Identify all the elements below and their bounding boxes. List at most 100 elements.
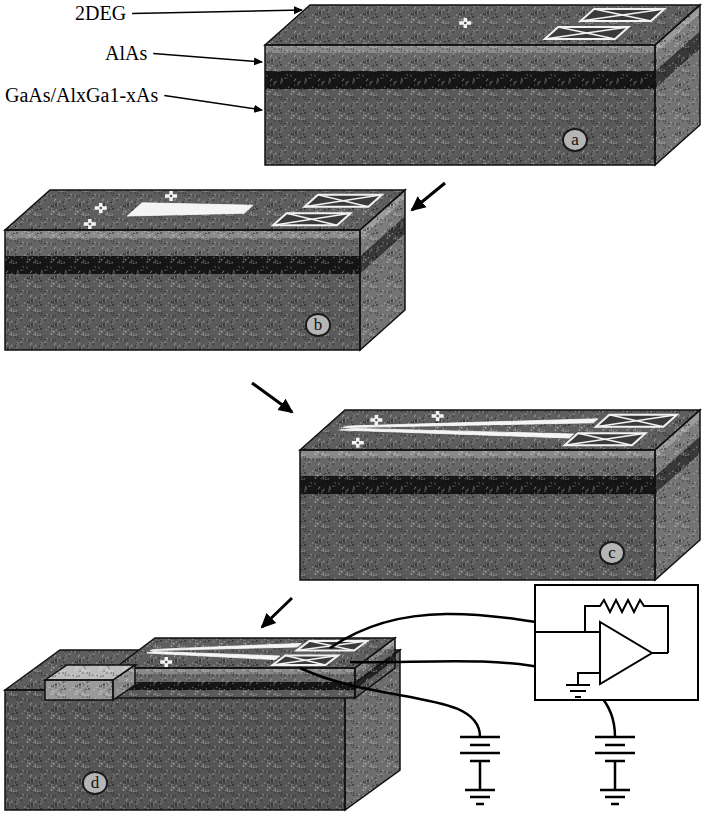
- alignment-mark-center: [375, 419, 378, 422]
- alignment-mark: [352, 438, 364, 448]
- battery-symbol: [460, 737, 500, 804]
- cleaved-chip: [115, 638, 395, 698]
- pad-cross: [545, 27, 629, 39]
- step-arrow: [252, 383, 292, 412]
- contact-pad: [581, 9, 665, 21]
- speckle-overlay: [5, 690, 345, 810]
- step-letter: d: [82, 771, 109, 795]
- contact-pad: [545, 27, 629, 39]
- alignment-mark-center: [464, 22, 467, 25]
- layer-label: GaAs/AlxGa1-xAs: [5, 84, 158, 107]
- block-outline: [360, 190, 405, 350]
- alignment-mark-center: [357, 442, 360, 445]
- block-outline: [265, 45, 655, 165]
- layer-label: AlAs: [105, 42, 147, 65]
- alignment-mark: [160, 657, 172, 667]
- speckle-overlay: [360, 190, 405, 350]
- speckle-overlay: [5, 190, 405, 230]
- pad-cross: [596, 415, 677, 427]
- wafer-block: [300, 410, 700, 580]
- feedback-resistor: [585, 600, 668, 653]
- step-arrow: [262, 598, 292, 627]
- alignment-mark-center: [89, 223, 92, 226]
- top-face: [300, 410, 700, 450]
- block-outline: [655, 5, 700, 165]
- block-outline: [113, 665, 135, 700]
- speckle-overlay: [355, 638, 395, 698]
- pad-cross: [594, 9, 651, 21]
- layer-front: [5, 690, 345, 810]
- step-arrow: [412, 183, 445, 210]
- speckle-overlay: [655, 410, 700, 580]
- layer-front: [45, 680, 113, 700]
- wire: [535, 631, 600, 633]
- contact-pad: [273, 213, 350, 225]
- step-letter: a: [562, 128, 588, 152]
- leader-arrow: [132, 10, 302, 14]
- pad-cross: [273, 655, 339, 665]
- speckle-overlay: [265, 45, 655, 165]
- contact-pad: [565, 433, 646, 445]
- block-outline: [115, 668, 355, 698]
- speckle-overlay: [113, 665, 135, 700]
- top-face: [115, 638, 395, 668]
- speckle-overlay: [300, 410, 700, 450]
- opamp-symbol: [600, 622, 652, 684]
- alignment-mark: [432, 411, 444, 421]
- block-outline: [300, 450, 655, 580]
- layer-label: 2DEG: [75, 2, 126, 25]
- contact-pad: [273, 655, 339, 665]
- contact-pad: [305, 195, 382, 207]
- step-letter: b: [305, 313, 332, 337]
- pad-cross: [318, 195, 368, 207]
- alignment-mark-center: [436, 415, 439, 418]
- wafer-block: [265, 5, 700, 165]
- block-outline: [300, 410, 700, 450]
- speckle-overlay: [5, 230, 360, 350]
- pad-cross: [609, 415, 663, 427]
- speckle-overlay: [265, 5, 700, 45]
- pad-cross: [558, 27, 615, 39]
- pad-cross: [578, 433, 632, 445]
- block-outline: [655, 410, 700, 580]
- alignment-mark: [165, 191, 177, 201]
- edge-gate: [45, 665, 135, 700]
- pad-cross: [285, 655, 325, 665]
- pad-cross: [273, 213, 350, 225]
- alignment-mark-center: [165, 661, 168, 664]
- alignment-mark: [95, 203, 107, 213]
- speckle-overlay: [300, 450, 655, 580]
- block-outline: [115, 638, 395, 668]
- block-outline: [5, 690, 345, 810]
- alignment-mark-center: [99, 207, 102, 210]
- leader-arrow: [164, 96, 262, 111]
- ground-symbol: [566, 673, 600, 697]
- pad-cross: [287, 213, 337, 225]
- block-outline: [45, 680, 113, 700]
- amplifier-box: [535, 585, 698, 700]
- wafer-block: [5, 190, 405, 350]
- pad-cross: [565, 433, 646, 445]
- top-face: [5, 190, 405, 230]
- speckle-overlay: [45, 680, 113, 700]
- gate-lead: [150, 643, 301, 650]
- speckle-overlay: [115, 668, 355, 698]
- alignment-mark: [370, 415, 382, 425]
- pad-cross: [581, 9, 665, 21]
- alignment-mark: [459, 18, 471, 28]
- block-outline: [5, 230, 360, 350]
- gate-lead: [340, 428, 573, 438]
- block-outline: [355, 638, 395, 698]
- wire: [300, 668, 480, 737]
- speckle-overlay: [115, 638, 395, 668]
- block-outline: [5, 190, 405, 230]
- battery-symbol: [595, 737, 635, 804]
- contact-pad: [596, 415, 677, 427]
- speckle-overlay: [655, 5, 700, 165]
- top-face: [265, 5, 700, 45]
- pad-cross: [304, 195, 381, 207]
- leader-arrow: [153, 54, 262, 63]
- step-letter: c: [599, 541, 625, 565]
- alignment-mark-center: [170, 195, 173, 198]
